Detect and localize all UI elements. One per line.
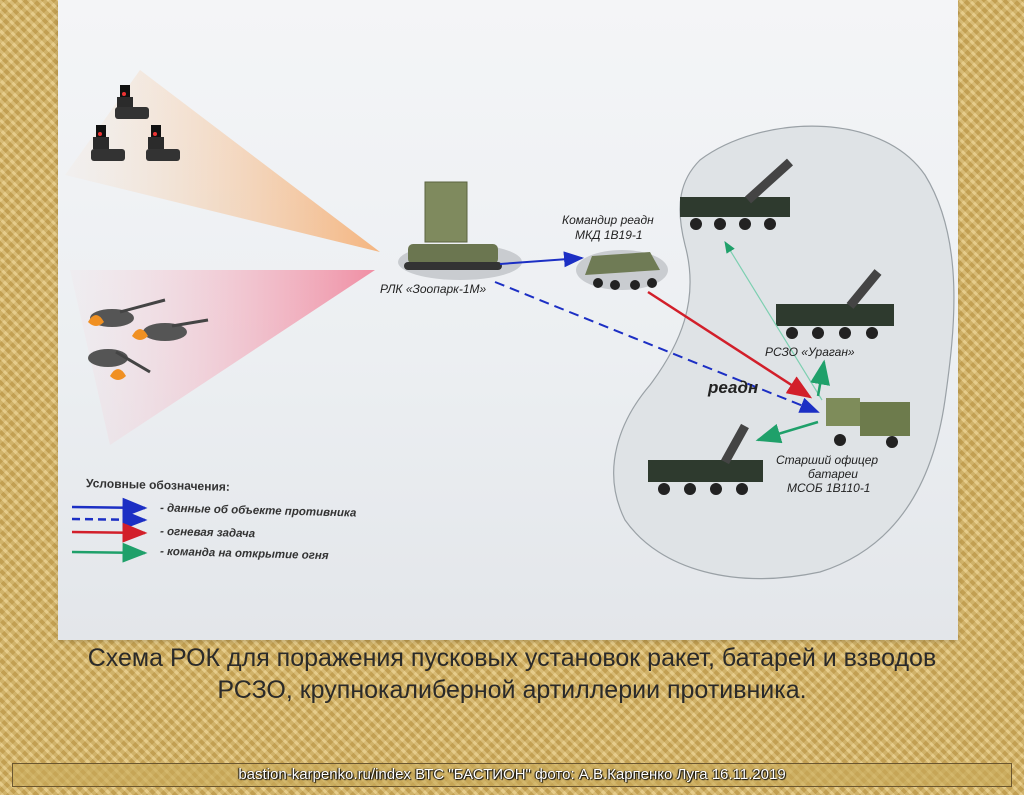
enemy-launcher-1	[115, 85, 149, 119]
legend-line-blue-solid	[71, 497, 148, 518]
green-arrow-to-mlrs-1	[724, 240, 823, 401]
enemy-launcher-3	[146, 125, 180, 161]
officer-truck	[826, 398, 910, 448]
mlrs-label: РСЗО «Ураган»	[765, 345, 855, 359]
green-arrow-to-mlrs-3	[755, 420, 819, 444]
radar-label: РЛК «Зоопарк-1М»	[380, 282, 487, 296]
enemy-artillery-2	[132, 318, 209, 341]
scheme-diagram	[65, 70, 955, 580]
mlrs-vehicle-2	[776, 269, 894, 339]
commander-label-line2: МКД 1В19-1	[575, 228, 643, 242]
enemy-launcher-2	[91, 125, 125, 161]
commander-label-line1: Командир реадн	[562, 213, 654, 227]
reaDN-label: реадн	[708, 378, 759, 397]
blue-arrow-radar-to-commander	[499, 251, 584, 268]
red-arrow-commander-to-officer	[647, 290, 813, 399]
legend-line-green	[71, 542, 148, 563]
photo-credit-footer: bastion-karpenko.ru/index ВТС "БАСТИОН" …	[12, 763, 1012, 787]
mlrs-vehicle-3	[648, 423, 763, 495]
legend-line-blue-dashed	[71, 509, 148, 530]
enemy-artillery-3	[88, 349, 151, 380]
radar-vehicle	[398, 181, 522, 280]
legend-line-red	[71, 522, 148, 543]
caption-line2: РСЗО, крупнокалиберной артиллерии против…	[217, 676, 807, 704]
green-arrow-to-mlrs-2	[810, 359, 830, 397]
legend-item-fire-task: - огневая задача	[159, 525, 256, 541]
commander-vehicle	[576, 250, 668, 290]
caption-line1: Схема РОК для поражения пусковых установ…	[87, 644, 937, 672]
blue-dashed-arrow-radar-to-officer	[494, 281, 820, 413]
officer-label-line2: батареи	[808, 467, 858, 481]
radar-beam-lower	[70, 270, 375, 445]
mlrs-vehicle-1	[680, 158, 794, 230]
officer-label-line1: Старший офицер	[776, 453, 879, 467]
officer-label-line3: МСОБ 1В110-1	[787, 481, 871, 495]
enemy-artillery-1	[88, 298, 166, 327]
